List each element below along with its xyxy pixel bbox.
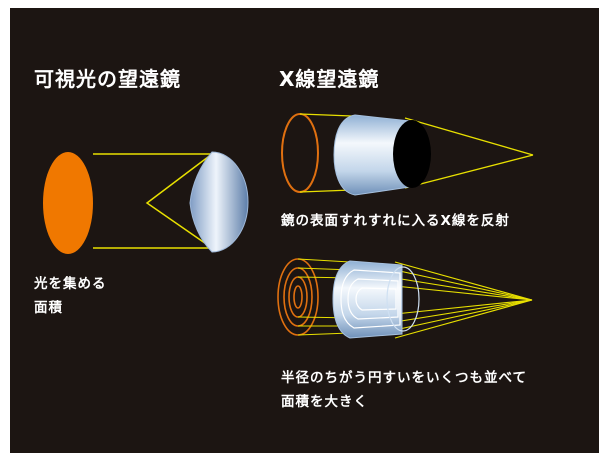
xray-nested-mirror-figure	[277, 258, 533, 339]
xray-single-rays	[299, 113, 534, 193]
conical-mirror	[333, 114, 411, 196]
xray-aperture-rings	[277, 258, 319, 336]
mirror-opening	[393, 120, 431, 188]
visible-telescope-title: 可視光の望遠鏡	[34, 67, 181, 91]
diagram-panel	[10, 8, 599, 453]
nested-mirror-opening	[386, 266, 420, 332]
xray-nested-caption-line1: 半径のちがう円すいをいくつも並べて	[281, 370, 527, 386]
light-collecting-aperture	[43, 152, 93, 254]
xray-single-mirror-figure	[281, 113, 534, 196]
xray-single-caption: 鏡の表面すれすれに入るX線を反射	[281, 213, 510, 229]
visible-light-rays	[93, 153, 213, 249]
xray-nested-caption-line2: 面積を大きく	[281, 394, 368, 410]
primary-mirror	[189, 151, 249, 253]
collecting-area-caption-line2: 面積	[34, 300, 63, 316]
visible-telescope-figure	[43, 151, 249, 254]
xray-aperture-ring	[281, 113, 319, 193]
nested-conical-mirrors	[332, 260, 403, 339]
xray-telescope-title: X線望遠鏡	[279, 67, 380, 91]
collecting-area-caption-line1: 光を集める	[34, 276, 107, 292]
